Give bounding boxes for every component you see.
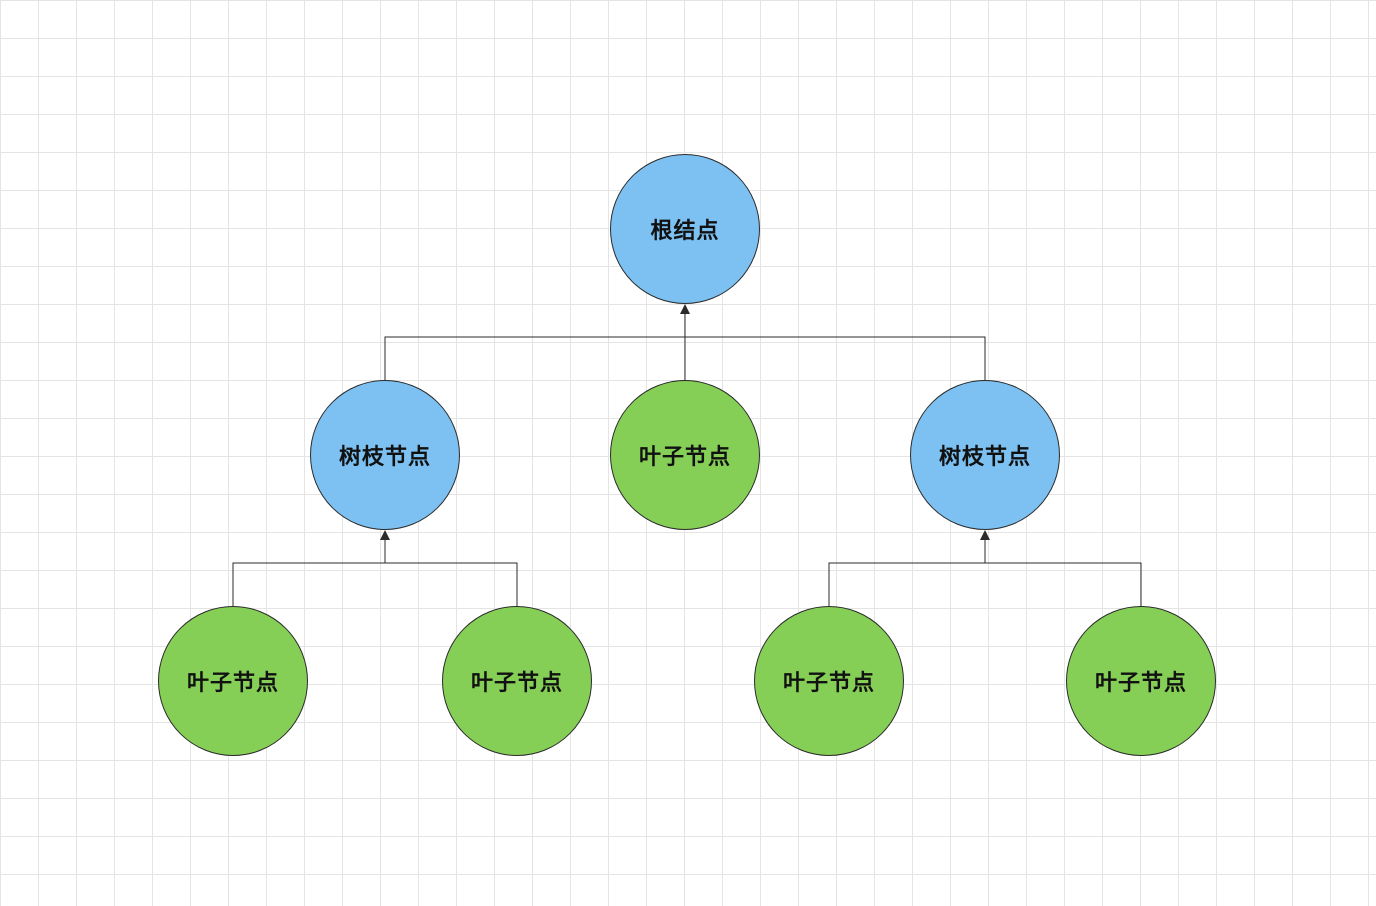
leaf-node-center[interactable]: 叶子节点 — [610, 380, 760, 530]
leaf-node-3[interactable]: 叶子节点 — [754, 606, 904, 756]
leaf-node-1[interactable]: 叶子节点 — [158, 606, 308, 756]
branch-node-left[interactable]: 树枝节点 — [310, 380, 460, 530]
edge-l2-to-b1 — [232, 562, 385, 606]
leaf-node-2[interactable]: 叶子节点 — [442, 606, 592, 756]
root-node[interactable]: 根结点 — [610, 154, 760, 304]
edge-l3-to-b1 — [380, 530, 518, 606]
edge-l4-to-b2 — [828, 562, 985, 606]
leaf-node-4-label: 叶子节点 — [1094, 671, 1187, 696]
edge-b1-to-root — [384, 336, 685, 380]
leaf-node-center-label: 叶子节点 — [638, 445, 731, 470]
edge-b2-to-root — [685, 336, 986, 380]
leaf-node-2-label: 叶子节点 — [470, 671, 563, 696]
leaf-node-1-label: 叶子节点 — [186, 671, 279, 696]
leaf-node-4[interactable]: 叶子节点 — [1066, 606, 1216, 756]
edge-l5-to-b2 — [980, 530, 1142, 606]
leaf-node-3-label: 叶子节点 — [782, 671, 875, 696]
branch-node-right[interactable]: 树枝节点 — [910, 380, 1060, 530]
branch-node-left-label: 树枝节点 — [338, 445, 431, 470]
root-node-label: 根结点 — [650, 219, 720, 244]
branch-node-right-label: 树枝节点 — [938, 445, 1031, 470]
